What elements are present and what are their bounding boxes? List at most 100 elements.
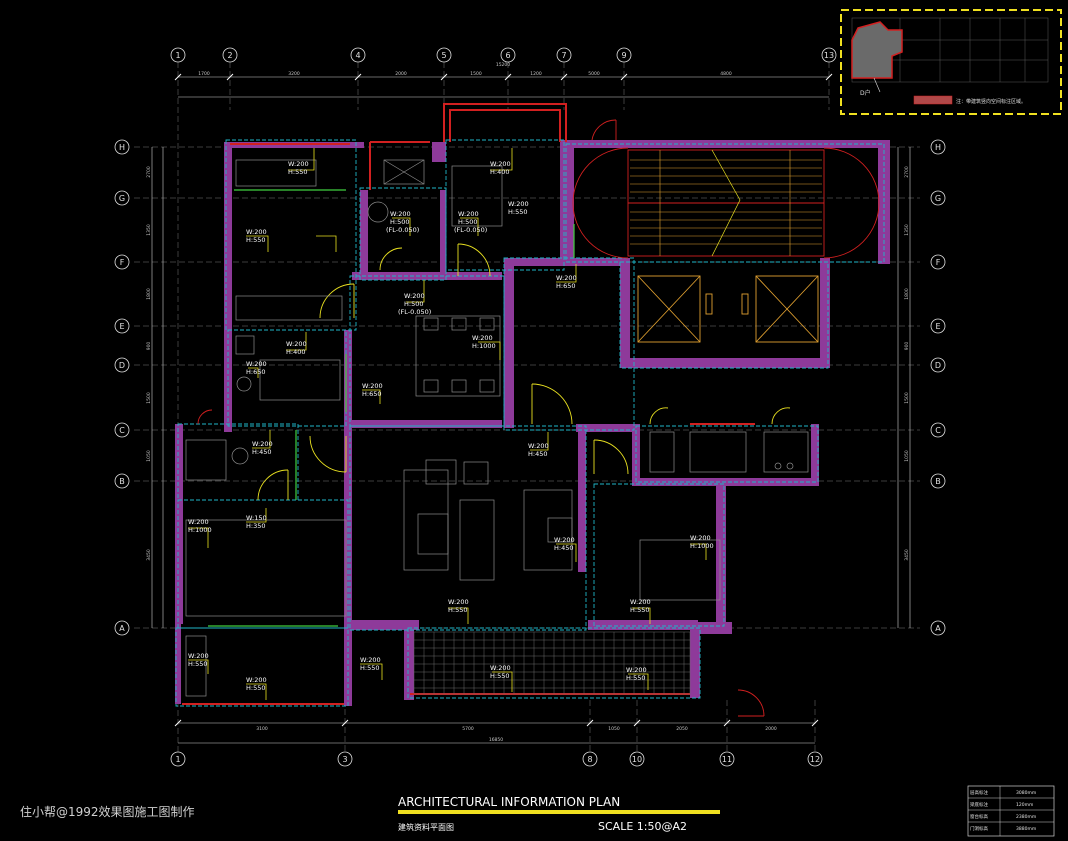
- legend-key-3: 门洞标高: [970, 825, 988, 832]
- tag-3-w: W:200: [246, 228, 267, 236]
- tag-0-h: H:550: [288, 168, 307, 176]
- dim-right-0: 2700: [904, 166, 910, 178]
- dim-top-6: 4800: [720, 71, 732, 77]
- dim-left-1: 1350: [146, 224, 152, 236]
- grid-row-right-2: F: [936, 258, 941, 267]
- legend-val-3: 3880mm: [1016, 826, 1036, 832]
- dim-top-5: 5000: [588, 71, 600, 77]
- grid-top-1: 2: [227, 51, 232, 60]
- balcony-hatch: [413, 631, 691, 695]
- dim-right-2: 1800: [904, 288, 910, 300]
- key-plan-marker: D户: [860, 89, 871, 97]
- dim-right-6: 3450: [904, 549, 910, 561]
- key-plan-highlight: [851, 21, 903, 79]
- tag-21-w: W:200: [246, 676, 267, 684]
- grid-row-left-0: H: [119, 143, 125, 152]
- dimension-text-right: 2700 1350 1800 900 1500 1050 3450: [904, 166, 910, 561]
- tag-23-h: H:550: [490, 672, 509, 680]
- drawing-subtitle: 建筑资料平面图: [398, 822, 454, 832]
- grid-bottom-3: 10: [632, 755, 642, 764]
- tag-20-w: W:200: [188, 652, 209, 660]
- red-doors: [197, 119, 765, 717]
- tag-leaders: [188, 148, 707, 700]
- legend-table: 层高标注 3080mm 梁底标注 120mm 窗台标高 2380mm 门洞标高 …: [967, 785, 1055, 837]
- tag-2-w: W:200: [508, 200, 529, 208]
- grid-top-4: 6: [505, 51, 510, 60]
- dim-left-2: 1800: [146, 288, 152, 300]
- legend-key-1: 梁底标注: [970, 801, 988, 808]
- dim-left-3: 900: [146, 342, 152, 351]
- drawing-scale: SCALE 1:50@A2: [598, 820, 687, 833]
- grid-bottom-4: 11: [722, 755, 732, 764]
- grid-labels-left: H G F E D C B A: [119, 143, 125, 633]
- grid-bottom-0: 1: [175, 755, 180, 764]
- grid-row-right-1: G: [935, 194, 941, 203]
- grid-bubbles-top: [170, 47, 837, 63]
- tag-18-w: W:200: [448, 598, 469, 606]
- tag-1-w: W:200: [490, 160, 511, 168]
- tag-12-h: H:450: [528, 450, 547, 458]
- tag-19-h: H:550: [630, 606, 649, 614]
- tag-16-w: W:200: [554, 536, 575, 544]
- elevators: [637, 275, 819, 343]
- dim-right-5: 1050: [904, 450, 910, 462]
- key-plan-note: 注：带建筑竖向空间标注区域。: [956, 98, 1026, 105]
- grid-top-3: 5: [441, 51, 446, 60]
- room-outlines: [175, 139, 885, 707]
- green-wall-lines: [208, 189, 575, 627]
- tag-19-w: W:200: [630, 598, 651, 606]
- grid-labels-right: H G F E D C B A: [935, 143, 941, 633]
- grid-row-right-6: B: [935, 477, 941, 486]
- grid-top-5: 7: [561, 51, 566, 60]
- dimension-ticks: [174, 73, 833, 727]
- grid-bottom-1: 3: [342, 755, 347, 764]
- tag-4-e: (FL-0.050): [386, 226, 419, 234]
- grid-row-left-3: E: [119, 322, 124, 331]
- tag-16-h: H:450: [554, 544, 573, 552]
- title-block: ARCHITECTURAL INFORMATION PLAN 建筑资料平面图 S…: [398, 795, 720, 833]
- dimension-text-top: 1700 3200 2000 1500 1200 5000 4800 15200: [198, 62, 732, 77]
- dim-top-0: 1700: [198, 71, 210, 77]
- grid-bubbles-bottom: [170, 751, 823, 767]
- dim-left-0: 2700: [146, 166, 152, 178]
- dim-left-4: 1500: [146, 392, 152, 404]
- tag-18-h: H:550: [448, 606, 467, 614]
- tag-20-h: H:550: [188, 660, 207, 668]
- grid-labels-bottom: 1 3 8 10 11 12: [175, 755, 820, 764]
- tag-24-w: W:200: [626, 666, 647, 674]
- grid-top-6: 9: [621, 51, 626, 60]
- legend-val-1: 120mm: [1016, 802, 1033, 808]
- grid-top-0: 1: [175, 51, 180, 60]
- grid-bottom-2: 8: [587, 755, 592, 764]
- tag-10-h: H:650: [246, 368, 265, 376]
- dim-top-2: 2000: [395, 71, 407, 77]
- key-plan-legend-swatch: [913, 95, 953, 105]
- tag-7-h: H:650: [556, 282, 575, 290]
- dimension-lines: [151, 76, 911, 744]
- tag-5-w: W:200: [458, 210, 479, 218]
- tag-6-e: (FL-0.050): [398, 308, 431, 316]
- tag-14-w: W:200: [188, 518, 209, 526]
- tag-12-w: W:200: [528, 442, 549, 450]
- tag-8-h: H:1000: [472, 342, 496, 350]
- tag-9-h: H:400: [286, 348, 305, 356]
- dim-top-4: 1200: [530, 71, 542, 77]
- tag-2-h: H:550: [508, 208, 527, 216]
- dimension-text-left: 2700 1350 1800 900 1500 1050 3450: [146, 166, 152, 561]
- grid-row-left-2: F: [120, 258, 125, 267]
- tag-15-h: H:350: [246, 522, 265, 530]
- dim-right-4: 1500: [904, 392, 910, 404]
- grid-row-left-1: G: [119, 194, 125, 203]
- grid-row-left-7: A: [119, 624, 125, 633]
- drawing-title: ARCHITECTURAL INFORMATION PLAN: [398, 795, 620, 809]
- tag-0-w: W:200: [288, 160, 309, 168]
- grid-row-left-6: B: [119, 477, 125, 486]
- tag-14-h: H:1000: [188, 526, 212, 534]
- grid-bubbles-sides: [114, 139, 946, 636]
- grid-row-right-3: E: [935, 322, 940, 331]
- grid-labels-top: 1 2 4 5 6 7 9 13: [175, 51, 834, 60]
- tag-3-h: H:550: [246, 236, 265, 244]
- tag-17-h: H:1000: [690, 542, 714, 550]
